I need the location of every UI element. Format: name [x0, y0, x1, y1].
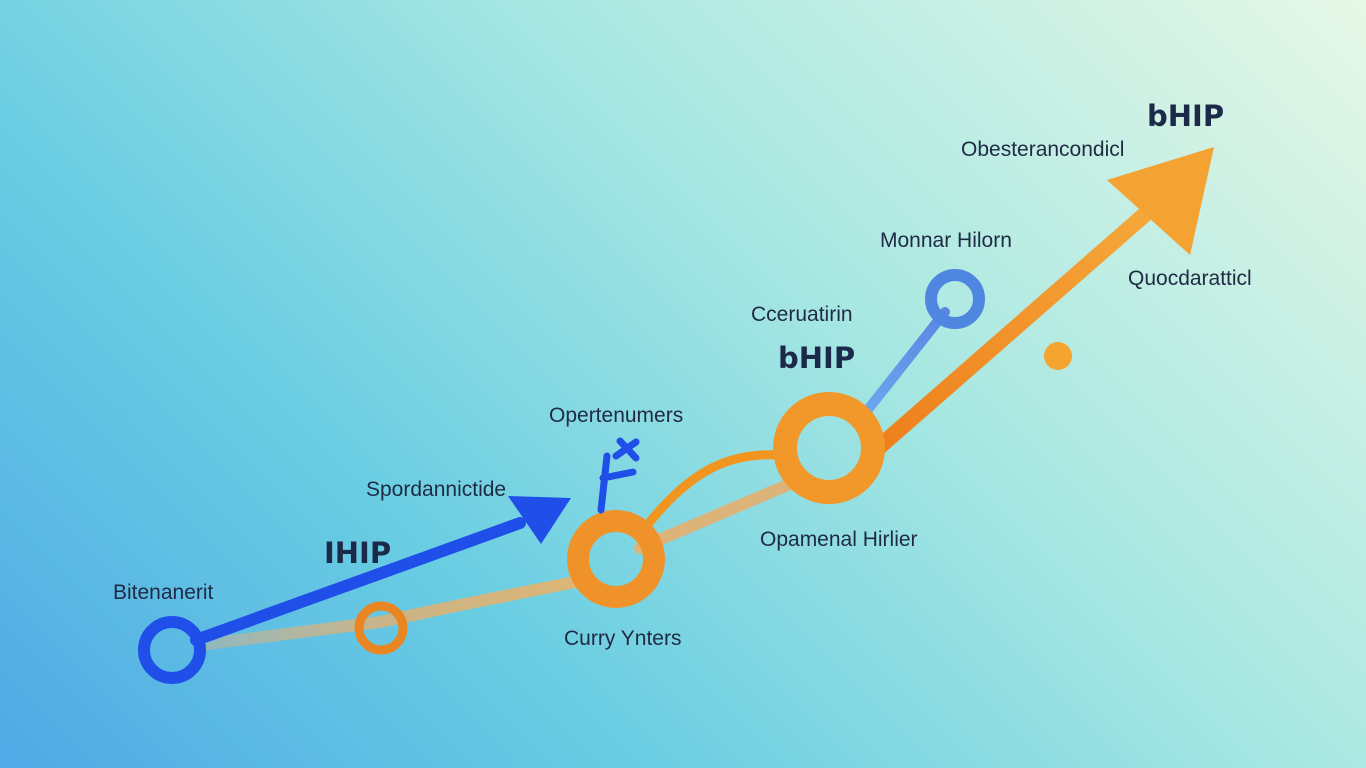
blue-arrow-shaft [190, 517, 526, 646]
top-blue-ring [925, 269, 985, 329]
blue-arrow-head-icon [508, 496, 571, 544]
label-curry-ynters: Curry Ynters [564, 627, 682, 650]
beige-connector-upper [634, 478, 796, 554]
label-obesterancondicl: Obesterancondicl [961, 138, 1125, 161]
blue-cursor-icon [597, 437, 640, 514]
label-opamenal-hirlier: Opamenal Hirlier [760, 528, 918, 551]
start-node-ring [138, 616, 206, 684]
orange-arrow-shaft [870, 202, 1158, 456]
mid-orange-ring [567, 510, 665, 608]
label-monnar-hilorn: Monnar Hilorn [880, 229, 1012, 252]
label-opertenumers: Opertenumers [549, 404, 684, 427]
small-orange-ring [354, 601, 408, 655]
label-spordannictide: Spordannictide [366, 478, 507, 501]
orange-arrow-head-icon [1107, 147, 1214, 255]
beige-connector-lower [194, 576, 581, 651]
orange-curve-connector [640, 450, 785, 533]
gold-dot [1044, 342, 1072, 370]
label-ceeruatirin: Cceruatirin [751, 303, 853, 326]
label-ihip: IHIP [324, 536, 392, 570]
label-bhip-top: bHIP [1147, 99, 1225, 133]
label-bitenanerit: Bitenanerit [113, 581, 214, 604]
label-quocdaraticl: Quocdaratticl [1128, 267, 1252, 290]
light-blue-connector [861, 307, 950, 417]
label-bhip-center: bHIP [778, 341, 856, 375]
center-orange-ring [773, 392, 885, 504]
